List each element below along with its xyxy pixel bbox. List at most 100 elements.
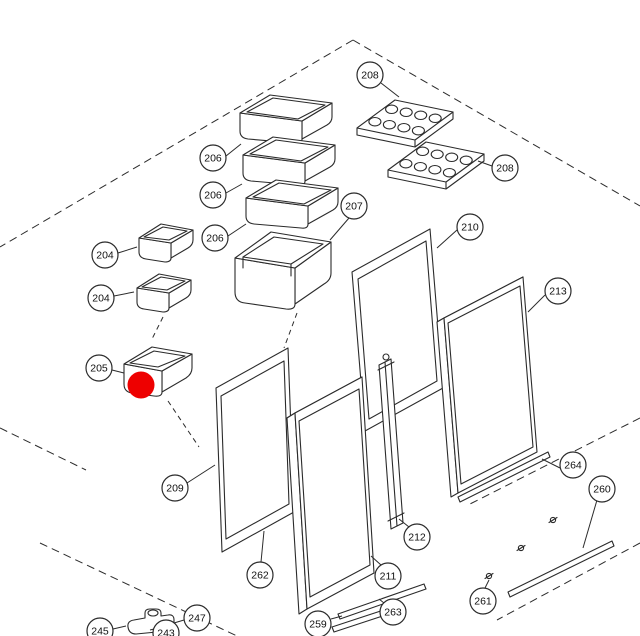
callout-label: 206 — [204, 153, 222, 165]
leader-line — [370, 555, 382, 566]
bin-depth-lines — [242, 256, 292, 277]
door-panel-center-part — [286, 376, 375, 615]
ice-tray-part — [387, 141, 485, 190]
leader-line — [477, 160, 493, 167]
small-bin-part — [136, 273, 192, 313]
callout-label: 213 — [549, 286, 567, 298]
leader-line — [484, 579, 490, 589]
leader-line — [436, 229, 458, 249]
assembly-dashed-connectors — [150, 312, 298, 448]
bin-rim-inner — [242, 236, 324, 265]
leader-line — [380, 82, 400, 98]
callout-211[interactable]: 211 — [374, 562, 402, 590]
callout-205[interactable]: 205 — [85, 354, 113, 382]
leader-line — [225, 183, 243, 194]
callout-210[interactable]: 210 — [456, 213, 484, 241]
callout-label: 243 — [157, 628, 175, 636]
connector-line — [283, 312, 298, 349]
callout-label: 245 — [91, 626, 109, 636]
callout-label: 205 — [90, 363, 108, 375]
callout-212[interactable]: 212 — [403, 523, 431, 551]
callout-208[interactable]: 208 — [491, 154, 519, 182]
callout-259[interactable]: 259 — [304, 610, 332, 636]
callout-208[interactable]: 208 — [356, 61, 384, 89]
door-liner-gasket-part — [215, 347, 295, 553]
callout-262[interactable]: 262 — [246, 561, 274, 589]
boundary-dashed-lines — [0, 39, 640, 636]
door-face-inner — [447, 285, 534, 485]
callout-label: 260 — [593, 484, 611, 496]
callout-label: 211 — [380, 571, 397, 583]
parts-artwork — [123, 94, 615, 635]
callout-247[interactable]: 247 — [183, 604, 211, 632]
callout-label: 207 — [345, 201, 363, 213]
callout-209[interactable]: 209 — [161, 474, 189, 502]
small-bin-part — [138, 223, 194, 263]
bin-side — [161, 353, 193, 393]
callout-213[interactable]: 213 — [544, 277, 572, 305]
leader-line — [541, 458, 561, 469]
door-panel-right-part — [436, 276, 538, 498]
callout-261[interactable]: 261 — [469, 587, 497, 615]
leader-lines — [111, 82, 598, 631]
leader-line — [186, 464, 216, 484]
boundary-line — [352, 39, 640, 207]
callout-label: 206 — [206, 233, 224, 245]
callout-206[interactable]: 206 — [199, 144, 227, 172]
callout-label: 208 — [361, 70, 379, 82]
mullion-rail-part — [377, 353, 405, 530]
callout-label: 247 — [188, 613, 206, 625]
callout-label: 261 — [474, 596, 492, 608]
rail-pivot — [382, 353, 390, 361]
callout-label: 212 — [408, 532, 426, 544]
connector-line — [150, 316, 164, 342]
callout-263[interactable]: 263 — [379, 598, 407, 626]
leader-line — [225, 143, 242, 157]
callout-label: 208 — [496, 163, 514, 175]
door-bin-part — [242, 136, 336, 186]
leader-line — [173, 619, 185, 624]
callout-label: 264 — [564, 460, 582, 472]
door-face-inner — [298, 388, 371, 598]
callout-label: 209 — [166, 483, 184, 495]
selection-marker-dot[interactable] — [127, 371, 155, 399]
callout-label: 204 — [96, 250, 114, 262]
door-gasket-part — [351, 228, 444, 432]
leader-line — [111, 369, 125, 374]
boundary-line — [496, 542, 640, 621]
callout-balloons: 208 206 206 206 208 207 204 204 210 213 … — [85, 61, 616, 636]
boundary-line — [467, 417, 640, 506]
trim-strip-part — [507, 540, 615, 598]
leader-line — [329, 217, 350, 241]
boundary-line — [0, 39, 354, 248]
rail-center-line — [384, 361, 398, 527]
boundary-line — [0, 427, 87, 471]
door-face — [443, 276, 538, 494]
leader-line — [117, 246, 138, 254]
callout-204[interactable]: 204 — [91, 241, 119, 269]
callout-260[interactable]: 260 — [588, 475, 616, 503]
rail-end-ticks — [377, 361, 405, 522]
door-bin-part — [245, 179, 339, 229]
trim-strip-part — [457, 451, 551, 503]
callout-label: 206 — [204, 190, 222, 202]
callout-207[interactable]: 207 — [340, 192, 368, 220]
leader-line — [227, 223, 247, 237]
callout-label: 204 — [92, 293, 110, 305]
door-face — [294, 376, 375, 610]
callout-264[interactable]: 264 — [559, 451, 587, 479]
callout-245[interactable]: 245 — [86, 617, 114, 636]
callout-label: 259 — [309, 619, 327, 631]
screw-part — [516, 544, 526, 552]
callout-204[interactable]: 204 — [87, 284, 115, 312]
callout-206[interactable]: 206 — [201, 224, 229, 252]
callout-243[interactable]: 243 — [152, 619, 180, 636]
bin-side — [294, 241, 332, 305]
leader-line — [582, 499, 598, 549]
leader-line — [398, 518, 410, 528]
leader-line — [378, 598, 385, 604]
callout-206[interactable]: 206 — [199, 181, 227, 209]
callout-label: 210 — [461, 222, 479, 234]
callout-label: 263 — [384, 607, 402, 619]
